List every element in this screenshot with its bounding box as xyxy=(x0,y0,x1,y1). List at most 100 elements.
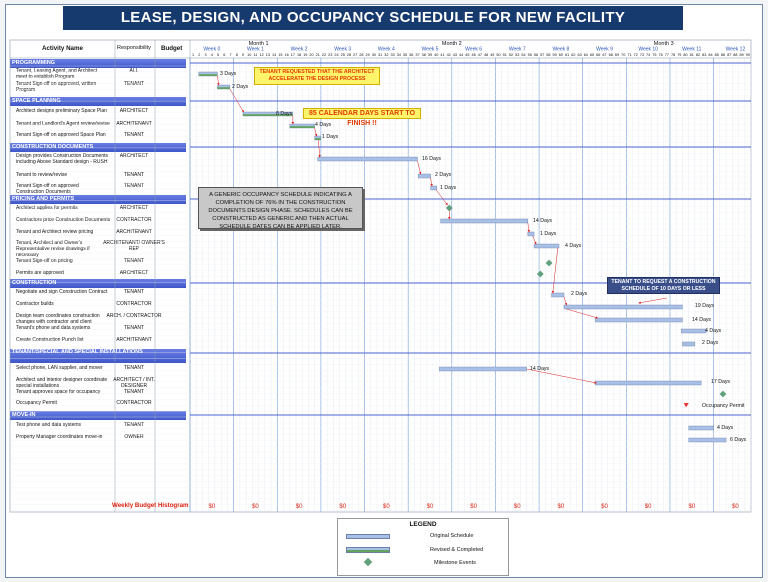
day-number: 41 xyxy=(440,53,444,57)
legend-original-label: Original Schedule xyxy=(430,533,474,539)
section-construction-documents: CONSTRUCTION DOCUMENTS xyxy=(10,143,186,152)
dependency-arrow xyxy=(217,75,220,86)
activity-responsibility: TENANT xyxy=(124,258,144,264)
task-bar xyxy=(594,380,702,386)
day-number: 53 xyxy=(515,53,519,57)
budget-value: $0 xyxy=(339,504,347,510)
section-pricing-permits: PRICING AND PERMITS xyxy=(10,195,186,204)
day-number: 48 xyxy=(484,53,488,57)
day-number: 19 xyxy=(303,53,307,57)
day-number: 28 xyxy=(359,53,363,57)
day-number: 67 xyxy=(602,53,606,57)
day-number: 37 xyxy=(415,53,419,57)
day-number: 47 xyxy=(478,53,482,57)
day-number: 36 xyxy=(409,53,413,57)
day-number: 69 xyxy=(615,53,619,57)
task-bar xyxy=(317,156,418,162)
day-number: 16 xyxy=(284,53,288,57)
day-number: 78 xyxy=(671,53,675,57)
activity-name: Tenant, Architect and Owner's Representa… xyxy=(16,240,90,258)
duration-label: 2 Days xyxy=(702,340,719,346)
task-bar-progress xyxy=(314,138,321,140)
week-header: Week 5 xyxy=(422,47,439,53)
activity-responsibility: ARCHITECT xyxy=(119,270,149,276)
task-bar-progress xyxy=(289,126,315,128)
activity-responsibility: CONTRACTOR xyxy=(116,217,152,223)
duration-label: 4 Days xyxy=(705,328,722,334)
day-number: 72 xyxy=(634,53,638,57)
budget-value: $0 xyxy=(252,504,259,510)
budget-value: $0 xyxy=(208,504,216,510)
week-header: Week 0 xyxy=(203,47,220,53)
activity-name: Design provides Construction Documents i… xyxy=(16,153,108,165)
day-number: 83 xyxy=(702,53,706,57)
activity-responsibility: ARCHITENANT xyxy=(116,229,152,235)
day-number: 25 xyxy=(341,53,345,57)
week-header: Week 11 xyxy=(682,47,701,53)
budget-value: $0 xyxy=(470,504,477,510)
dependency-arrow xyxy=(527,222,531,233)
day-number: 44 xyxy=(459,53,463,57)
day-number: 82 xyxy=(696,53,700,57)
day-number: 74 xyxy=(646,53,650,57)
activity-responsibility: ARCHITECT xyxy=(119,153,149,159)
activity-responsibility: CONTRACTOR xyxy=(116,400,152,406)
activity-responsibility: ARCHITECT xyxy=(119,108,149,114)
timeline-grid xyxy=(9,39,752,513)
legend-title: LEGEND xyxy=(409,521,437,528)
budget-value: $0 xyxy=(426,504,434,510)
task-bar xyxy=(688,425,714,431)
activity-responsibility: TENANT xyxy=(124,289,144,295)
day-number: 50 xyxy=(496,53,500,57)
day-number: 75 xyxy=(652,53,656,57)
milestone-icon xyxy=(719,390,727,398)
activity-responsibility: TENANT xyxy=(124,172,144,178)
task-bar xyxy=(682,341,696,347)
dependency-arrow xyxy=(551,247,559,294)
budget-value: $0 xyxy=(644,504,652,510)
day-number: 58 xyxy=(546,53,550,57)
activity-name: Contractor builds xyxy=(16,301,54,307)
generic-note: A GENERIC OCCUPANCY SCHEDULE INDICATING … xyxy=(198,187,363,230)
activity-responsibility: TENANT xyxy=(124,132,144,138)
day-number: 42 xyxy=(447,53,451,57)
activity-name: Contractors price Construction Documents xyxy=(16,217,111,223)
duration-label: 1 Days xyxy=(540,231,557,237)
task-bar xyxy=(563,304,683,310)
budget-value: $0 xyxy=(513,504,521,510)
day-number: 20 xyxy=(309,53,313,57)
dependency-arrow xyxy=(417,160,422,175)
week-header: Week 2 xyxy=(291,47,308,53)
day-number: 1 xyxy=(192,53,194,57)
day-number: 5 xyxy=(217,53,219,57)
activity-responsibility: TENANT xyxy=(124,81,144,87)
day-number: 54 xyxy=(521,53,525,57)
activity-name: Tenant Sign-off on approved Construction… xyxy=(16,183,79,195)
week-header: Week 8 xyxy=(552,47,569,53)
milestone-icon xyxy=(536,270,544,278)
milestone-icon xyxy=(363,557,373,567)
task-bar xyxy=(551,292,565,298)
duration-label: 6 Days xyxy=(730,437,747,443)
day-number: 22 xyxy=(322,53,326,57)
day-number: 27 xyxy=(353,53,357,57)
task-bar-progress xyxy=(217,87,230,89)
day-number: 14 xyxy=(272,53,276,57)
day-number: 73 xyxy=(640,53,644,57)
duration-label: 4 Days xyxy=(315,122,332,128)
day-number: 80 xyxy=(683,53,687,57)
activity-responsibility: ARCHITECT xyxy=(119,205,149,211)
duration-label: 14 Days xyxy=(530,366,550,372)
day-number: 31 xyxy=(378,53,382,57)
activity-name: Architect and interior designer coordina… xyxy=(16,377,108,389)
day-number: 23 xyxy=(328,53,332,57)
page-title: LEASE, DESIGN, AND OCCUPANCY SCHEDULE FO… xyxy=(63,6,683,30)
day-number: 59 xyxy=(553,53,557,57)
day-number: 7 xyxy=(229,53,231,57)
day-number: 64 xyxy=(584,53,588,57)
activity-name: Tenant, Leasing Agent, and Architect mee… xyxy=(16,68,98,80)
dependency-arrow xyxy=(566,308,599,319)
budget-histogram-label: Weekly Budget Histogram xyxy=(112,502,189,509)
